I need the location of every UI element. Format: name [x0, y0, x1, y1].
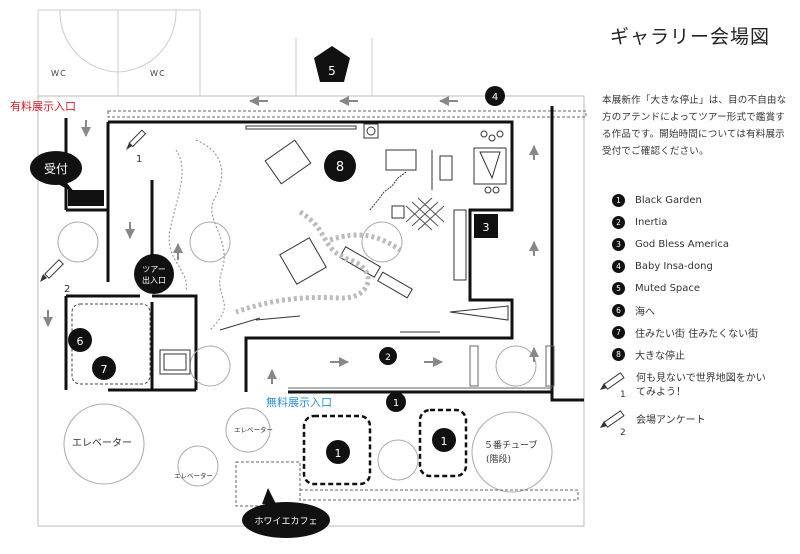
survey-2-num: 2	[620, 428, 626, 438]
elevator-small-1-label: エレベーター	[234, 425, 273, 434]
legend-label: Inertia	[635, 216, 668, 228]
page-title: ギャラリー会場図	[610, 26, 771, 48]
legend-number: 1	[612, 193, 625, 207]
legend-label: 大きな停止	[635, 350, 685, 362]
marker-8-label: 8	[336, 160, 344, 175]
marker-6-label: 6	[77, 335, 84, 348]
legend-number: 5	[612, 281, 625, 295]
legend-number: 2	[612, 215, 625, 229]
legend-label: 海へ	[635, 306, 655, 318]
pencil-icon	[600, 410, 625, 428]
pencil-2-num: 2	[64, 284, 70, 295]
elevator-big-label: エレベーター	[72, 437, 132, 449]
map-markers: 4 8 3 2 1 1 1 6 7	[68, 86, 505, 464]
legend-item: 8 大きな停止	[612, 346, 685, 362]
pencil-icon	[40, 259, 64, 282]
pencil-icon	[126, 129, 147, 150]
legend-item: 5 Muted Space	[612, 280, 700, 296]
free-entrance-label: 無料展示入口	[266, 395, 332, 409]
legend-item: 2 Inertia	[612, 214, 667, 230]
marker-5	[314, 46, 350, 82]
pencil-icon	[600, 372, 625, 390]
legend-item: 7 住みたい街 住みたくない街	[612, 324, 758, 340]
legend-item: 1 Black Garden	[612, 192, 702, 208]
elevator-small-2-label: エレベーター	[174, 471, 213, 480]
marker-1-right-label: 1	[441, 435, 448, 448]
legend-label: 住みたい街 住みたくない街	[635, 328, 759, 340]
tour-entrance-bubble	[134, 254, 174, 294]
wc-left-label: ＷＣ	[51, 69, 67, 78]
tour-entrance-label-2: 出入口	[142, 275, 166, 285]
legend-number: 8	[612, 347, 625, 361]
wc-right-label: ＷＣ	[150, 69, 166, 78]
legend-number: 7	[612, 325, 625, 339]
marker-1-left-label: 1	[335, 447, 342, 460]
marker-5-label: 5	[328, 64, 336, 78]
legend-number: 3	[612, 237, 625, 251]
tube-label-1: ５番チューブ	[484, 439, 537, 451]
paid-entrance-label: 有料展示入口	[10, 99, 76, 113]
tour-entrance-label-1: ツアー	[142, 265, 166, 274]
survey-1-num: 1	[620, 390, 626, 400]
marker-2-label: 2	[385, 353, 391, 363]
pencil-1-num: 1	[136, 154, 142, 165]
legend-item: 3 God Bless America	[612, 236, 729, 252]
legend-item: 4 Baby Insa-dong	[612, 258, 713, 274]
legend-label: Muted Space	[635, 282, 701, 294]
legend-number: 6	[612, 303, 625, 317]
reception-bubble	[30, 151, 82, 185]
legend-label: Baby Insa-dong	[635, 260, 713, 272]
description: 本展新作「大きな停止」は、目の不自由な方のアテンドによってツアー形式で鑑賞する作…	[602, 95, 787, 157]
tube-label-2: (階段)	[486, 453, 511, 465]
gallery-walls	[64, 106, 584, 402]
legend-number: 4	[612, 259, 625, 273]
legend-label: God Bless America	[635, 238, 730, 250]
marker-4-label: 4	[492, 92, 498, 103]
cafe-label: ホワイエカフェ	[255, 516, 318, 527]
marker-1-top-label: 1	[393, 398, 399, 409]
cafe-bubble	[242, 502, 330, 538]
legend-label: Black Garden	[635, 194, 702, 206]
reception-label: 受付	[44, 162, 68, 176]
survey-1-label: 何も見ないで世界地図をかいてみよう！	[636, 373, 766, 398]
legend-item: 6 海へ	[612, 302, 655, 318]
marker-7-label: 7	[101, 363, 108, 376]
marker-3-label: 3	[483, 221, 490, 234]
survey-2-label: 会場アンケート	[636, 415, 706, 426]
